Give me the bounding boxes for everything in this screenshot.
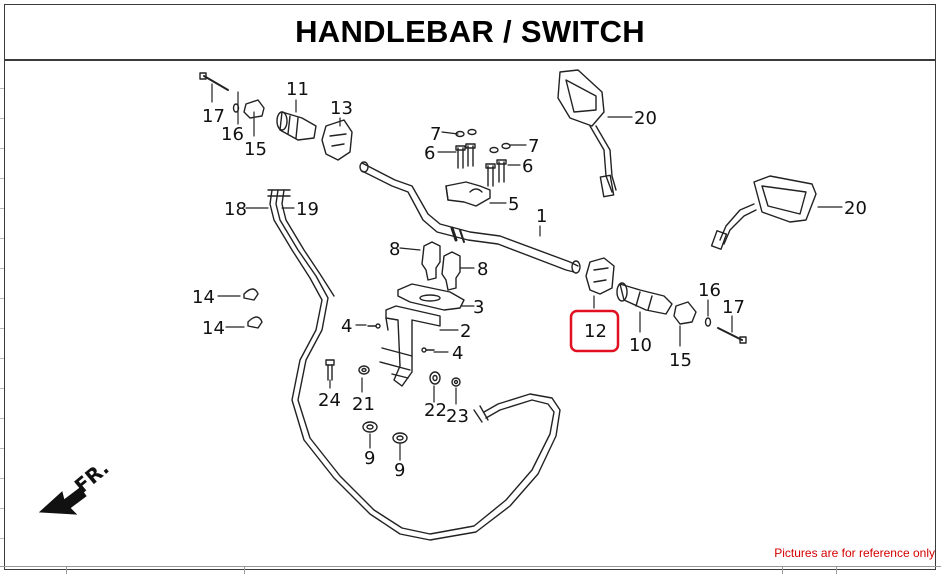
callout-label: 19: [296, 199, 319, 220]
callout-label: 14: [202, 318, 225, 339]
bottom-table-rule: [0, 566, 941, 574]
nut-9-part: [362, 421, 408, 444]
callout-label: 16: [221, 124, 244, 145]
upper-holder-part: [445, 181, 491, 207]
callout-label: 8: [477, 259, 488, 280]
callout-label: 9: [394, 460, 405, 481]
callout-label: 20: [844, 198, 867, 219]
callout-label: 10: [629, 335, 652, 356]
callout-label: 21: [352, 394, 375, 415]
callout-label: 23: [446, 406, 469, 427]
callout-label: 7: [528, 136, 539, 157]
washer-23-part: [451, 377, 461, 387]
right-grip-part: [616, 282, 673, 315]
callout-label: 17: [722, 297, 745, 318]
callout-label: 5: [508, 194, 519, 215]
leader-lines: [211, 83, 843, 461]
left-grip-part: [276, 111, 317, 141]
nut-22-part: [429, 371, 441, 385]
callout-label-highlighted: 12: [584, 321, 607, 342]
callout-label: 6: [424, 143, 435, 164]
title-bar: HANDLEBAR / SWITCH: [5, 5, 935, 61]
callout-label: 8: [389, 239, 400, 260]
callout-label: 9: [364, 448, 375, 469]
table-column-tick: [836, 567, 837, 574]
table-column-tick: [782, 567, 783, 574]
highlight-box: [569, 309, 620, 353]
front-direction-arrow: FR.: [38, 456, 114, 515]
lower-holder-part: [421, 241, 461, 291]
callout-label: 22: [424, 400, 447, 421]
cable-bracket-part: [379, 305, 441, 387]
right-bar-end-part: [673, 301, 747, 344]
washer-21-part: [358, 365, 370, 375]
callout-label: 3: [473, 297, 484, 318]
callout-label: 15: [244, 139, 267, 160]
callout-label: 17: [202, 106, 225, 127]
bolt-24-part: [325, 359, 335, 381]
cable-clamp-part: [243, 288, 263, 329]
callout-label: 6: [522, 156, 533, 177]
table-column-tick: [66, 567, 67, 574]
cushion-part: [397, 283, 465, 311]
callout-label: 7: [430, 124, 441, 145]
callout-label: 2: [460, 321, 471, 342]
callout-label: 20: [634, 108, 657, 129]
callout-label: 11: [286, 79, 309, 100]
callout-label: 18: [224, 199, 247, 220]
callout-label: 16: [698, 280, 721, 301]
diagram-frame: HANDLEBAR / SWITCH: [4, 4, 936, 570]
throttle-cable-part: [267, 189, 561, 541]
handlebar-part: [359, 161, 581, 274]
table-column-tick: [244, 567, 245, 574]
callout-label: 14: [192, 287, 215, 308]
callout-label: 4: [341, 316, 352, 337]
callout-label: 24: [318, 390, 341, 411]
left-switch-part: [321, 119, 353, 161]
left-mirror-part: [557, 69, 617, 198]
callout-label: 4: [452, 343, 463, 364]
page-title: HANDLEBAR / SWITCH: [295, 14, 645, 49]
right-switch-part: [585, 257, 615, 295]
screw-part: [367, 323, 435, 353]
holder-bolts-part: [455, 128, 511, 187]
callout-label: 13: [330, 98, 353, 119]
reference-disclaimer: Pictures are for reference only: [774, 546, 935, 560]
callout-label: 15: [669, 350, 692, 371]
callout-label: 1: [536, 206, 547, 227]
right-mirror-part: [710, 175, 817, 250]
callout-labels: 17 16 15 11 13 7 6 7 6 5 20 20 18 19 1 8…: [192, 79, 867, 481]
